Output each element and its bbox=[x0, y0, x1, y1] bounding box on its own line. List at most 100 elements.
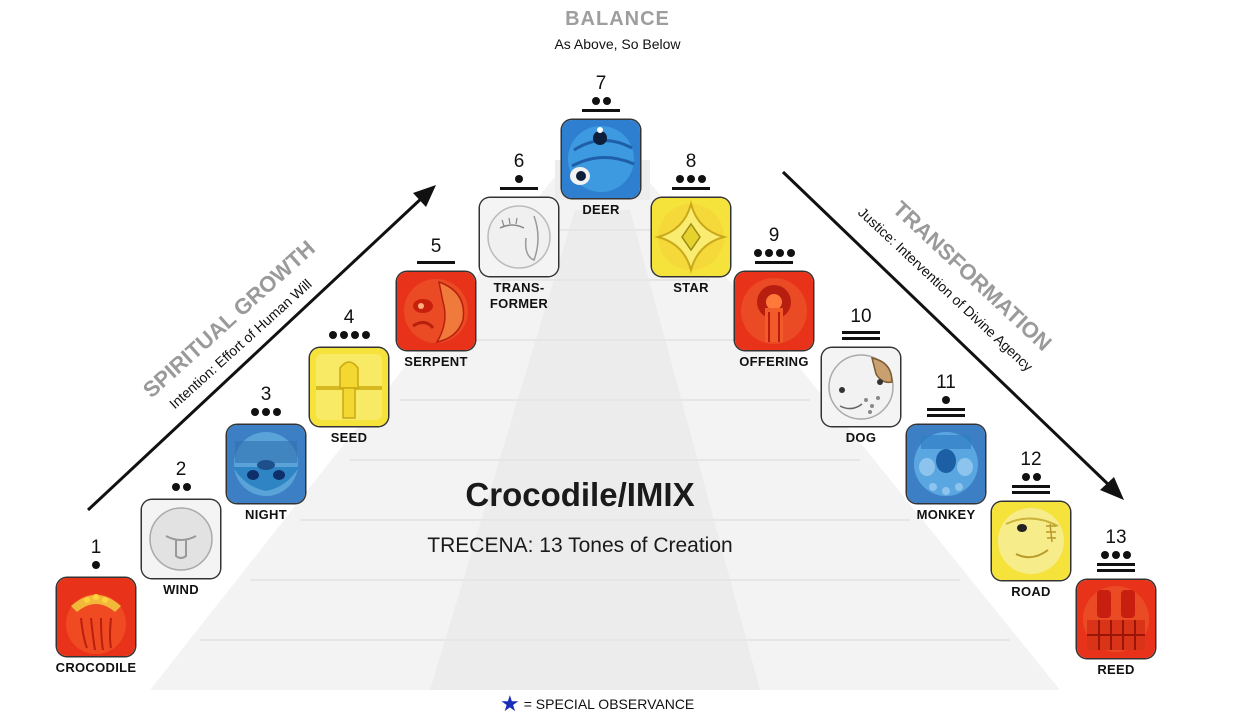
sign-label: SERPENT bbox=[404, 354, 468, 369]
sign-label: OFFERING bbox=[739, 354, 809, 369]
tone-bar bbox=[755, 261, 793, 264]
tone-number: 9 bbox=[768, 225, 780, 246]
tone-dots bbox=[478, 175, 560, 183]
tone-dots bbox=[140, 483, 222, 491]
tone-dot bbox=[676, 175, 684, 183]
glyph-icon bbox=[227, 425, 305, 503]
tone-dot bbox=[361, 331, 370, 339]
tone-dots bbox=[225, 408, 307, 416]
tone-number: 12 bbox=[1020, 449, 1042, 470]
tone-dots bbox=[1075, 551, 1157, 559]
balance-subtitle: As Above, So Below bbox=[554, 36, 681, 52]
glyph-icon bbox=[57, 578, 135, 656]
tone-dot bbox=[698, 175, 706, 183]
glyph-icon bbox=[480, 198, 558, 276]
tone-bar bbox=[927, 408, 965, 411]
glyph-icon bbox=[992, 502, 1070, 580]
tone-dot bbox=[251, 408, 259, 416]
sign-label: TRANS- FORMER bbox=[489, 280, 549, 311]
tone-number: 8 bbox=[685, 151, 697, 172]
tone-number: 11 bbox=[936, 372, 956, 393]
tone-number: 10 bbox=[850, 306, 872, 327]
ascending-arrow bbox=[86, 185, 436, 512]
glyph-icon bbox=[397, 272, 475, 350]
glyph-icon bbox=[652, 198, 730, 276]
tone-bar bbox=[672, 187, 710, 190]
tone-number: 3 bbox=[260, 384, 272, 405]
tone-dot bbox=[687, 175, 695, 183]
tone-dots bbox=[990, 473, 1072, 481]
sign-label: ROAD bbox=[1011, 584, 1051, 599]
tone-number: 5 bbox=[430, 236, 442, 257]
tone-dot bbox=[591, 97, 600, 105]
star-icon: ★ bbox=[500, 691, 520, 716]
balance-title: BALANCE bbox=[565, 8, 670, 30]
tone-dot bbox=[273, 408, 281, 416]
glyph-icon bbox=[142, 500, 220, 578]
tone-bar bbox=[417, 261, 455, 264]
glyph-icon bbox=[907, 425, 985, 503]
tone-dots bbox=[905, 396, 987, 404]
tone-dots bbox=[733, 249, 815, 257]
tone-bar bbox=[500, 187, 538, 190]
center-title: Crocodile/IMIX bbox=[465, 476, 695, 513]
tone-bar bbox=[842, 331, 880, 334]
sign-label: MONKEY bbox=[916, 507, 976, 522]
tone-dots bbox=[55, 561, 137, 569]
tone-bar bbox=[1097, 569, 1135, 572]
sign-label: DEER bbox=[582, 202, 620, 217]
sign-label: CROCODILE bbox=[55, 660, 137, 675]
tone-dot bbox=[1123, 551, 1131, 559]
tone-number: 6 bbox=[513, 151, 525, 172]
tone-dot bbox=[602, 97, 611, 105]
glyph-icon bbox=[735, 272, 813, 350]
tone-bar bbox=[842, 337, 880, 340]
tone-dot bbox=[1112, 551, 1120, 559]
tone-dot bbox=[350, 331, 359, 339]
tone-number: 13 bbox=[1105, 527, 1127, 548]
sign-label: WIND bbox=[163, 582, 199, 597]
sign-label: REED bbox=[1097, 662, 1135, 677]
tone-dot bbox=[171, 483, 180, 491]
sign-label: NIGHT bbox=[245, 507, 287, 522]
legend: ★ = SPECIAL OBSERVANCE bbox=[500, 691, 695, 716]
tone-bar bbox=[927, 414, 965, 417]
tone-number: 1 bbox=[90, 537, 102, 558]
tone-dot bbox=[339, 331, 348, 339]
tone-dot bbox=[942, 396, 950, 404]
glyph-icon bbox=[822, 348, 900, 426]
glyph-icon bbox=[1077, 580, 1155, 658]
tone-bar bbox=[1012, 485, 1050, 488]
glyph-icon bbox=[562, 120, 640, 198]
tone-dot bbox=[764, 249, 773, 257]
tone-number: 4 bbox=[343, 307, 355, 328]
sign-label: SEED bbox=[330, 430, 368, 445]
center-subtitle: TRECENA: 13 Tones of Creation bbox=[427, 534, 733, 557]
tone-dot bbox=[786, 249, 795, 257]
tone-number: 2 bbox=[175, 459, 187, 480]
tone-number: 7 bbox=[595, 73, 607, 94]
glyph-icon bbox=[310, 348, 388, 426]
sign-label: STAR bbox=[673, 280, 709, 295]
sign-label: DOG bbox=[845, 430, 877, 445]
tone-dots bbox=[560, 97, 642, 105]
descending-arrow bbox=[781, 170, 1124, 500]
tone-dot bbox=[1032, 473, 1041, 481]
tone-dot bbox=[1021, 473, 1030, 481]
tone-dot bbox=[92, 561, 100, 569]
tone-dot bbox=[515, 175, 523, 183]
tone-bar bbox=[1012, 491, 1050, 494]
tone-dots bbox=[650, 175, 732, 183]
tone-dots bbox=[308, 331, 390, 339]
tone-bar bbox=[582, 109, 620, 112]
legend-text: = SPECIAL OBSERVANCE bbox=[523, 696, 695, 712]
tone-dot bbox=[775, 249, 784, 257]
tone-dot bbox=[753, 249, 762, 257]
tone-dot bbox=[182, 483, 191, 491]
tone-dot bbox=[262, 408, 270, 416]
tone-dot bbox=[1101, 551, 1109, 559]
tone-dot bbox=[328, 331, 337, 339]
tone-bar bbox=[1097, 563, 1135, 566]
